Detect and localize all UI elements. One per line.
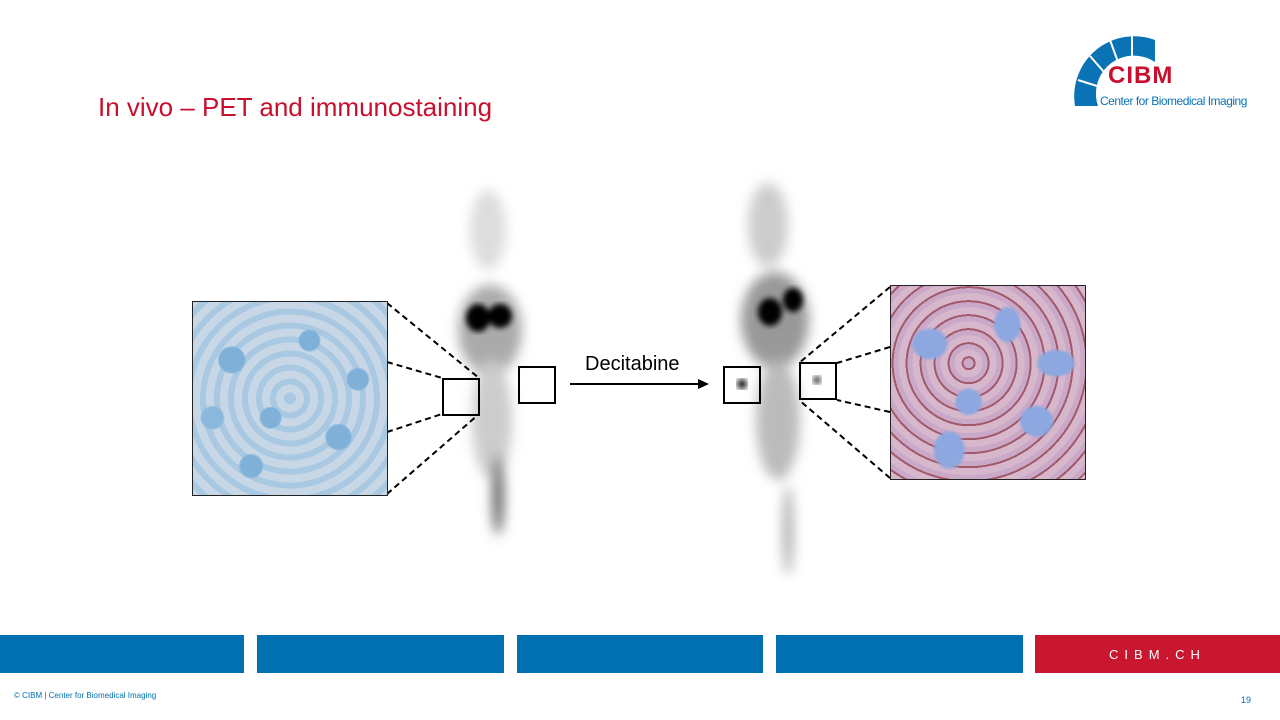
arrow-label: Decitabine — [585, 353, 680, 375]
footer-bar — [0, 635, 244, 673]
slide-title: In vivo – PET and immunostaining — [98, 92, 493, 122]
immunostain-before-image — [192, 301, 388, 496]
roi-box — [518, 366, 556, 404]
pet-figure — [386, 183, 891, 575]
footer-bar — [257, 635, 504, 673]
zoom-lines — [386, 286, 891, 495]
footer-bar — [776, 635, 1023, 673]
footer-bar — [517, 635, 763, 673]
page-number: 19 — [1241, 695, 1252, 705]
logo-tagline: Center for Biomedical Imaging — [1100, 94, 1247, 108]
website-link[interactable]: CIBM.CH — [1035, 635, 1280, 673]
mouse-pet-before — [458, 190, 522, 535]
immunostain-after-image — [890, 285, 1086, 480]
copyright: © CIBM | Center for Biomedical Imaging — [14, 691, 157, 700]
roi-box — [442, 378, 480, 416]
logo-wordmark: CIBM — [1108, 62, 1174, 89]
roi-box — [723, 366, 761, 404]
roi-box — [799, 362, 837, 400]
cibm-logo: CIBM Center for Biomedical Imaging — [1070, 28, 1247, 113]
arrow-icon — [570, 379, 709, 389]
logo-arc-icon — [1074, 31, 1155, 107]
